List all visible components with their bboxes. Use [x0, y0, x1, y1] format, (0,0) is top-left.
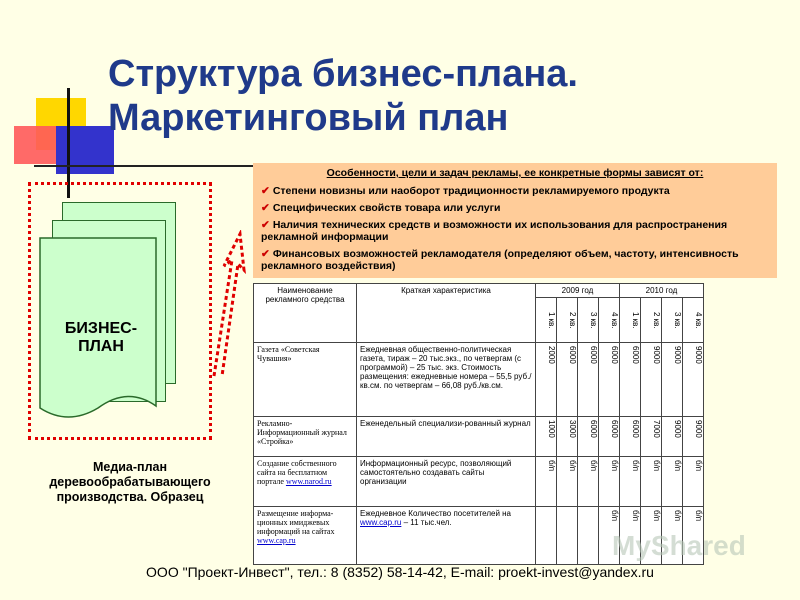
ad-factor-item: ✔Степени новизны или наоборот традиционн… — [261, 185, 670, 197]
row-value: 9000 — [640, 342, 662, 417]
cap-link[interactable]: www.cap.ru — [257, 536, 296, 545]
table-quarter-row: 1 кв. 2 кв. 3 кв. 4 кв. 1 кв. 2 кв. 3 кв… — [254, 297, 704, 343]
header-2010: 2010 год — [619, 283, 704, 298]
table-row: Размещение информа-ционных имиджевых инф… — [253, 506, 704, 565]
table-row: Создание собственного сайта на бесплатно… — [253, 456, 704, 507]
table-header-row: Наименование рекламного средства Краткая… — [253, 283, 704, 343]
cap-link[interactable]: www.cap.ru — [360, 518, 402, 527]
row-value: 6000 — [577, 416, 599, 457]
row-desc: Ежедневное Количество посетителей на www… — [356, 506, 536, 565]
header-name: Наименование рекламного средства — [253, 283, 357, 343]
row-name: Рекламно-Информационный журнал «Стройка» — [253, 416, 357, 457]
row-value: 6000 — [598, 416, 620, 457]
row-name: Газета «Советская Чувашия» — [253, 342, 357, 417]
business-plan-label: БИЗНЕС-ПЛАН — [64, 320, 138, 355]
slide-title: Структура бизнес-плана. Маркетинговый пл… — [108, 52, 668, 140]
row-value: б/п — [682, 506, 704, 565]
check-icon: ✔ — [261, 248, 270, 260]
header-quarter: 4 кв. — [682, 297, 704, 343]
row-value: 6000 — [556, 342, 578, 417]
check-icon: ✔ — [261, 202, 270, 214]
media-plan-caption: Медиа-план деревообрабатывающего произво… — [49, 460, 211, 504]
row-desc: Еженедельный специализи-рованный журнал — [356, 416, 536, 457]
narod-link[interactable]: www.narod.ru — [285, 477, 332, 486]
header-quarter: 1 кв. — [619, 297, 641, 343]
row-value: 9000 — [682, 416, 704, 457]
row-value: 6000 — [619, 342, 641, 417]
row-value: б/п — [640, 456, 662, 507]
header-quarter: 3 кв. — [661, 297, 683, 343]
arrow-icon — [212, 230, 246, 377]
ad-factor-item: ✔Наличия технических средств и возможнос… — [261, 219, 728, 243]
dotted-frame — [28, 182, 212, 440]
row-value: 1000 — [535, 416, 557, 457]
decor-red-square — [14, 126, 60, 164]
row-value: 9000 — [661, 416, 683, 457]
row-value: б/п — [619, 456, 641, 507]
row-value: 6000 — [577, 342, 599, 417]
header-quarter: 1 кв. — [535, 297, 557, 343]
watermark: MyShared — [612, 530, 746, 561]
header-quarter: 2 кв. — [556, 297, 578, 343]
row-value: 7000 — [640, 416, 662, 457]
check-icon: ✔ — [261, 219, 270, 231]
header-quarter: 3 кв. — [577, 297, 599, 343]
ad-factor-item: ✔Финансовых возможностей рекламодателя (… — [261, 248, 739, 272]
row-value: 6000 — [619, 416, 641, 457]
row-value: б/п — [577, 456, 599, 507]
row-name: Размещение информа-ционных имиджевых инф… — [253, 506, 357, 565]
row-value: б/п — [661, 456, 683, 507]
document-icon — [39, 237, 157, 418]
row-desc: Информационный ресурс, позволяющий самос… — [356, 456, 536, 507]
row-value: б/п — [556, 456, 578, 507]
row-value — [577, 506, 599, 565]
title-line-2: Маркетинговый план — [108, 97, 509, 139]
header-desc: Краткая характеристика — [356, 283, 536, 343]
row-value: б/п — [682, 456, 704, 507]
ad-factors-heading: Особенности, цели и задач рекламы, ее ко… — [326, 167, 704, 179]
check-icon: ✔ — [261, 185, 270, 197]
table-row: Рекламно-Информационный журнал «Стройка»… — [253, 416, 704, 457]
row-name: Создание собственного сайта на бесплатно… — [253, 456, 357, 507]
ad-factor-item: ✔Специфических свойств товара или услуги — [261, 202, 501, 214]
header-2009: 2009 год — [535, 283, 620, 298]
title-line-1: Структура бизнес-плана. — [108, 53, 578, 95]
footer-contact: ООО "Проект-Инвест", тел.: 8 (8352) 58-1… — [146, 564, 654, 580]
header-quarter: 2 кв. — [640, 297, 662, 343]
row-value: 6000 — [598, 342, 620, 417]
row-value: 3000 — [556, 416, 578, 457]
decor-vertical-line — [67, 88, 70, 198]
row-value: б/п — [535, 456, 557, 507]
row-value — [556, 506, 578, 565]
row-value — [535, 506, 557, 565]
row-value: 2000 — [535, 342, 557, 417]
ad-factors-box: Особенности, цели и задач рекламы, ее ко… — [253, 163, 777, 278]
table-row: Газета «Советская Чувашия» Ежедневная об… — [253, 342, 704, 417]
row-value: 9000 — [661, 342, 683, 417]
row-value: б/п — [598, 456, 620, 507]
media-plan-table: Наименование рекламного средства Краткая… — [253, 283, 704, 565]
row-value: 9000 — [682, 342, 704, 417]
row-desc: Ежедневная общественно-политическая газе… — [356, 342, 536, 417]
header-quarter: 4 кв. — [598, 297, 620, 343]
